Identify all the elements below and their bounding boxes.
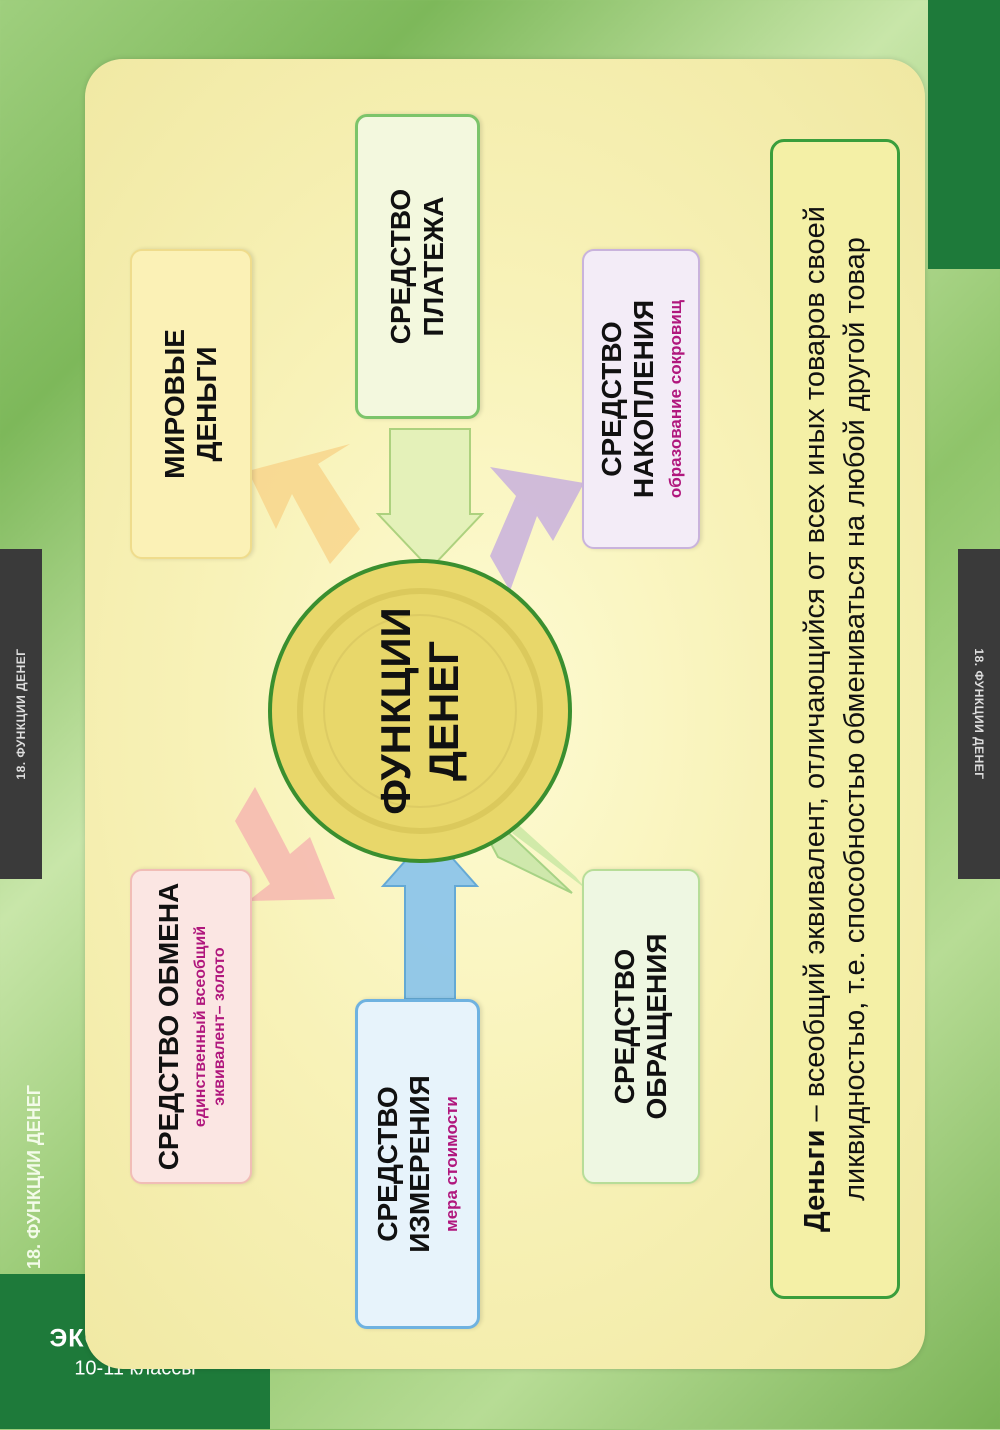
- box-accumulation-title: СРЕДСТВО НАКОПЛЕНИЯ: [595, 299, 659, 499]
- coin-inner-ring: [297, 588, 543, 834]
- box-circulation: СРЕДСТВО ОБРАЩЕНИЯ: [582, 869, 700, 1184]
- definition-text: Деньги – всеобщий эквивалент, отличающий…: [795, 172, 875, 1266]
- box-circulation-title: СРЕДСТВО ОБРАЩЕНИЯ: [608, 933, 672, 1120]
- arrow-circulation-shape: [498, 805, 586, 889]
- box-payment: СРЕДСТВО ПЛАТЕЖА: [355, 114, 480, 419]
- arrow-accumulation-shape: [490, 467, 584, 591]
- box-measure-title: СРЕДСТВО ИЗМЕРЕНИЯ: [372, 1075, 436, 1253]
- box-accumulation-sub: образование сокровищ: [665, 299, 685, 499]
- definition-term: Деньги: [798, 1129, 831, 1232]
- box-world: МИРОВЫЕ ДЕНЬГИ: [130, 249, 252, 559]
- arrow-payment-shape: [375, 428, 485, 571]
- box-accumulation: СРЕДСТВО НАКОПЛЕНИЯ образование сокровищ: [582, 249, 700, 549]
- center-title-text: ФУНКЦИИ ДЕНЕГ: [371, 607, 467, 815]
- box-exchange-title: СРЕДСТВО ОБМЕНА: [152, 882, 184, 1171]
- coin-circle: [268, 559, 572, 863]
- center-title: ФУНКЦИИ ДЕНЕГ: [345, 561, 495, 861]
- box-exchange: СРЕДСТВО ОБМЕНА единственный всеобщий эк…: [130, 869, 252, 1184]
- box-world-title: МИРОВЫЕ ДЕНЬГИ: [158, 329, 222, 479]
- arrow-world-shape: [248, 444, 360, 564]
- coin-inner-ring-2: [323, 614, 517, 808]
- arrow-exchange-shape: [235, 787, 335, 901]
- definition-box: Деньги – всеобщий эквивалент, отличающий…: [770, 139, 900, 1299]
- box-exchange-sub: единственный всеобщий эквивалент– золото: [191, 925, 229, 1128]
- box-measure: СРЕДСТВО ИЗМЕРЕНИЯ мера стоимости: [355, 999, 480, 1329]
- box-measure-sub: мера стоимости: [442, 1096, 462, 1232]
- box-payment-title: СРЕДСТВО ПЛАТЕЖА: [385, 188, 449, 345]
- definition-body: – всеобщий эквивалент, отличающийся от в…: [798, 206, 871, 1201]
